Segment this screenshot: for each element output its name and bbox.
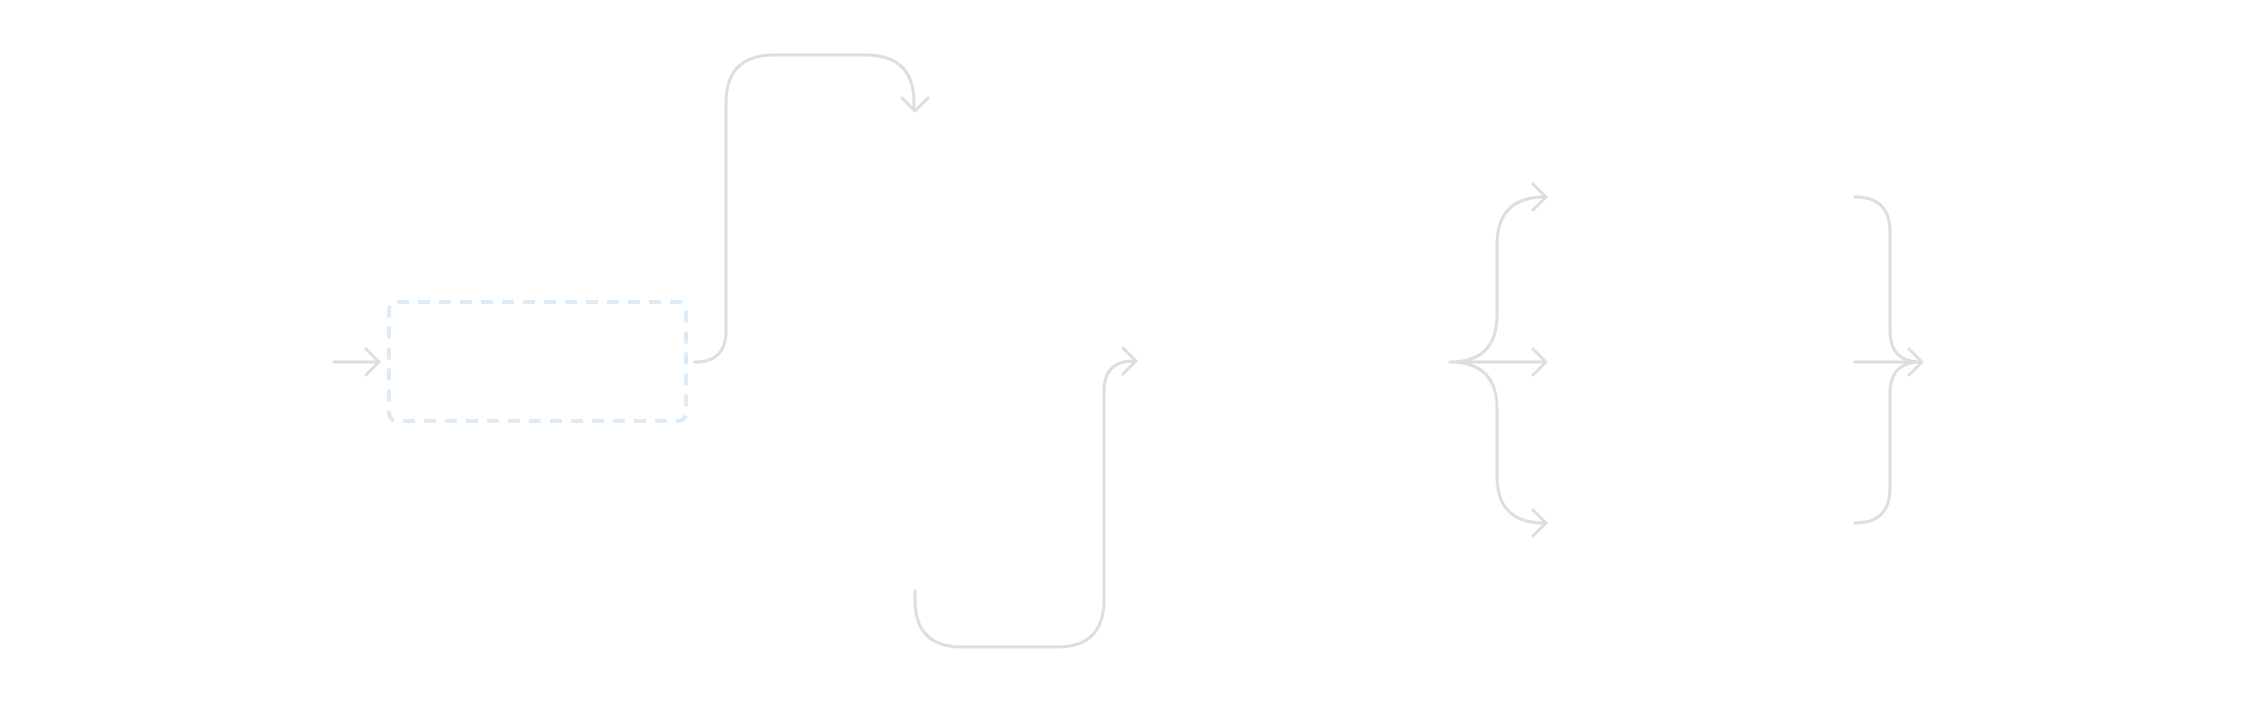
branch-top-line [1448,195,1548,364]
merge-bottom-line [1853,360,1923,525]
branch-middle-arrowhead [1531,347,1548,377]
loop-under-arrow [913,346,1138,649]
loop-over-arrow [693,53,930,364]
branch-middle-arrow [1448,347,1548,377]
entry-arrow [332,347,381,377]
branch-top-arrow [1448,182,1548,364]
branch-bottom-line [1448,360,1548,525]
branch-top-arrowhead [1531,182,1548,212]
loop-under-line [913,359,1138,649]
loop-under-arrowhead [1121,346,1138,376]
loop-over-arrowhead [900,96,930,113]
merge-arrow [1853,195,1924,525]
branch-bottom-arrowhead [1531,508,1548,538]
merge-top-line [1853,195,1923,364]
entry-arrowhead [364,347,381,377]
selected-node-placeholder[interactable] [387,300,688,423]
branch-bottom-arrow [1448,360,1548,538]
loop-over-line [693,53,916,364]
merge-arrowhead [1907,347,1924,377]
